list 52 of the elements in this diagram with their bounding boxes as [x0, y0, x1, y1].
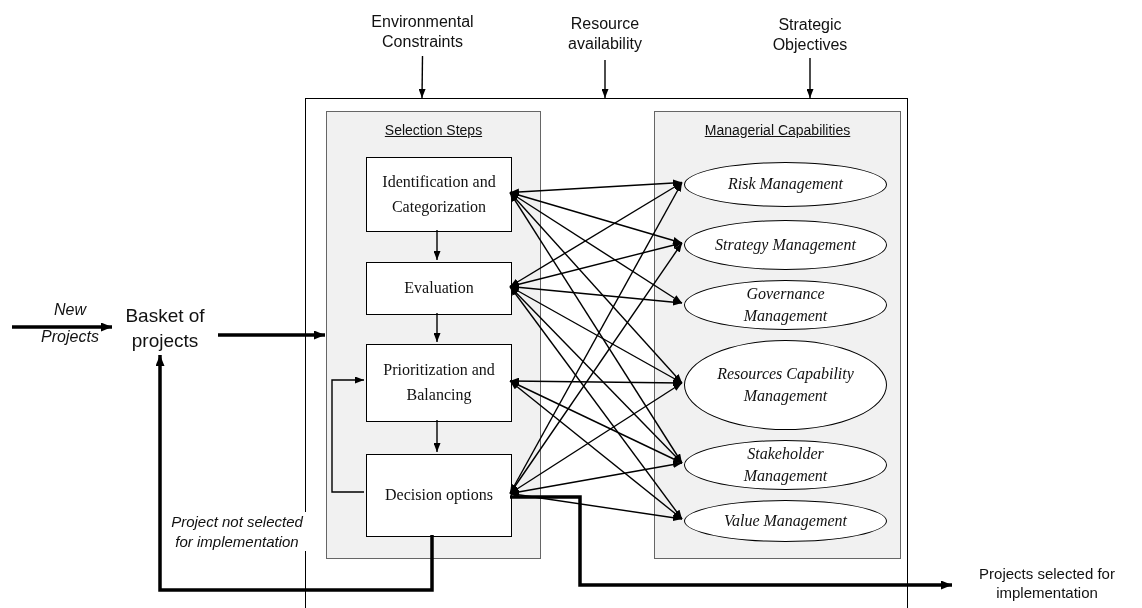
node-text: Value Management	[722, 510, 849, 532]
panel-heading: Managerial Capabilities	[704, 122, 851, 140]
node-text: Identification and Categorization	[381, 171, 497, 218]
arrow	[509, 285, 683, 384]
flow-arrow	[155, 355, 434, 592]
flow-arrow	[510, 495, 952, 590]
process-box	[366, 262, 512, 315]
arrow	[509, 377, 683, 387]
group-panel	[326, 111, 541, 559]
panel-heading: Selection Steps	[384, 122, 483, 140]
arrow	[509, 285, 683, 520]
arrow	[601, 59, 609, 99]
arrow	[418, 55, 426, 99]
arrow	[433, 229, 441, 261]
process-box	[366, 454, 512, 537]
arrow	[509, 380, 683, 464]
arrow	[509, 179, 683, 196]
node-text: Governance Management	[742, 283, 829, 327]
process-box	[366, 157, 512, 232]
arrow	[433, 419, 441, 453]
arrow	[509, 181, 683, 288]
node-text: Resources Capability Management	[716, 363, 855, 407]
arrow	[509, 242, 683, 495]
arrow	[806, 57, 814, 99]
flow-arrow	[218, 330, 325, 340]
node-text: Decision options	[384, 485, 494, 506]
label-text: Strategic Objectives	[771, 15, 849, 55]
arrow	[509, 380, 683, 520]
label-text: Resource availability	[567, 14, 643, 54]
arrow	[509, 283, 683, 306]
node-text: Evaluation	[403, 278, 475, 299]
label-text: Basket of projects	[124, 304, 206, 353]
node-text: Prioritization and Balancing	[382, 360, 496, 406]
arrow	[509, 461, 683, 496]
node-text: Risk Management	[726, 174, 845, 195]
arrow	[509, 191, 683, 244]
node-text: Stakeholder Management	[742, 443, 829, 487]
arrow	[509, 491, 683, 522]
label-text: Environmental Constraints	[370, 12, 475, 52]
node-text: Strategy Management	[714, 234, 857, 256]
arrow	[509, 382, 683, 495]
process-box	[366, 344, 512, 422]
system-frame	[305, 98, 908, 608]
edge-label: New Projects	[40, 300, 100, 348]
arrow	[509, 191, 683, 384]
arrow	[433, 312, 441, 343]
arrow	[509, 241, 683, 288]
arrow	[509, 191, 683, 304]
group-panel	[654, 111, 901, 559]
arrow	[331, 376, 365, 493]
flow-arrow	[12, 322, 112, 332]
label-text: Projects selected for implementation	[978, 565, 1116, 603]
